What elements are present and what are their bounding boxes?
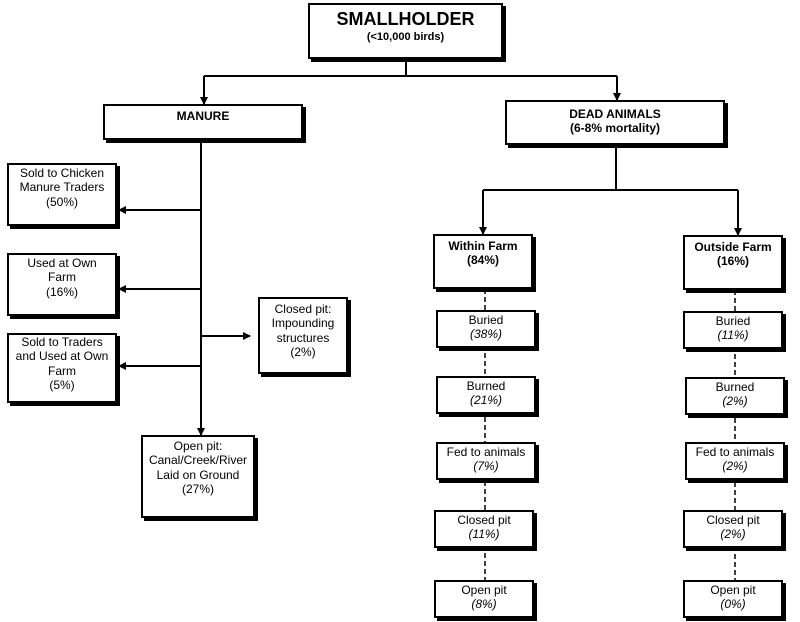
- method-share: (11%): [717, 328, 749, 343]
- method-label: Burned: [715, 380, 755, 394]
- within-method-open-pit: Open pit (8%): [434, 580, 534, 618]
- method-share: (2%): [722, 394, 748, 409]
- manure-title: MANURE: [176, 109, 230, 123]
- outside-method-closed-pit: Closed pit (2%): [683, 510, 783, 548]
- manure-outcome-sold-and-used: Sold to Traders and Used at Own Farm (5%…: [7, 333, 117, 403]
- outcome-line: and Used at Own: [15, 349, 109, 364]
- outside-farm-share: (16%): [716, 254, 749, 269]
- outcome-share: (50%): [45, 194, 78, 209]
- outside-farm-title: Outside Farm: [694, 240, 772, 254]
- root-smallholder-box: SMALLHOLDER (<10,000 birds): [308, 3, 503, 59]
- outcome-line: Impounding: [271, 316, 335, 331]
- outside-method-open-pit: Open pit (0%): [683, 580, 783, 618]
- dead-animals-subtitle: (6-8% mortality): [569, 121, 661, 136]
- method-label: Open pit: [710, 583, 756, 597]
- outcome-line: Canal/Creek/River: [148, 453, 248, 468]
- outcome-share: (5%): [49, 378, 75, 393]
- method-share: (11%): [468, 527, 500, 542]
- method-share: (7%): [473, 459, 499, 474]
- outside-farm-box: Outside Farm (16%): [683, 235, 783, 290]
- outcome-line: Farm: [48, 363, 76, 378]
- method-label: Closed pit: [706, 513, 760, 527]
- within-method-closed-pit: Closed pit (11%): [434, 510, 534, 548]
- method-label: Fed to animals: [446, 445, 526, 459]
- manure-outcome-used-own-farm: Used at Own Farm (16%): [7, 253, 117, 316]
- outcome-line: Sold to Traders: [21, 335, 103, 349]
- outcome-share: (27%): [181, 482, 214, 497]
- manure-box: MANURE: [103, 104, 303, 140]
- method-label: Fed to animals: [695, 445, 775, 459]
- outcome-line: Open pit:: [173, 439, 223, 453]
- outside-method-burned: Burned (2%): [685, 377, 785, 415]
- root-title: SMALLHOLDER: [336, 9, 475, 29]
- within-farm-box: Within Farm (84%): [433, 234, 533, 289]
- method-label: Open pit: [461, 583, 507, 597]
- within-method-buried: Buried (38%): [436, 310, 536, 348]
- root-subtitle: (<10,000 birds): [366, 30, 445, 43]
- dead-animals-box: DEAD ANIMALS (6-8% mortality): [505, 100, 725, 145]
- manure-outcome-closed-pit: Closed pit: Impounding structures (2%): [258, 297, 348, 374]
- method-share: (21%): [469, 393, 502, 408]
- outside-method-fed-to-animals: Fed to animals (2%): [685, 442, 785, 480]
- manure-outcome-sold-chicken-traders: Sold to Chicken Manure Traders (50%): [7, 163, 117, 226]
- outcome-share: (2%): [290, 345, 316, 360]
- method-label: Burned: [466, 379, 506, 393]
- outside-method-buried: Buried (11%): [683, 311, 783, 349]
- outcome-line: Manure Traders: [19, 180, 105, 195]
- method-label: Buried: [715, 314, 751, 328]
- outcome-line: Laid on Ground: [156, 467, 240, 482]
- within-farm-title: Within Farm: [448, 239, 518, 253]
- outcome-line: Closed pit:: [274, 302, 332, 316]
- within-farm-share: (84%): [466, 253, 499, 268]
- outcome-line: Used at Own: [27, 256, 97, 270]
- manure-outcome-open-pit: Open pit: Canal/Creek/River Laid on Grou…: [141, 435, 255, 518]
- outcome-share: (16%): [45, 284, 78, 299]
- method-share: (0%): [720, 597, 746, 612]
- within-method-fed-to-animals: Fed to animals (7%): [436, 442, 536, 480]
- method-share: (8%): [471, 597, 497, 612]
- method-share: (2%): [722, 459, 748, 474]
- outcome-line: Farm: [48, 270, 76, 285]
- within-method-burned: Burned (21%): [436, 376, 536, 414]
- method-share: (38%): [469, 327, 502, 342]
- outcome-line: Sold to Chicken: [19, 166, 105, 180]
- outcome-line: structures: [276, 330, 330, 345]
- dead-animals-title: DEAD ANIMALS: [569, 107, 661, 121]
- method-label: Closed pit: [457, 513, 511, 527]
- method-share: (2%): [720, 527, 746, 542]
- method-label: Buried: [468, 313, 504, 327]
